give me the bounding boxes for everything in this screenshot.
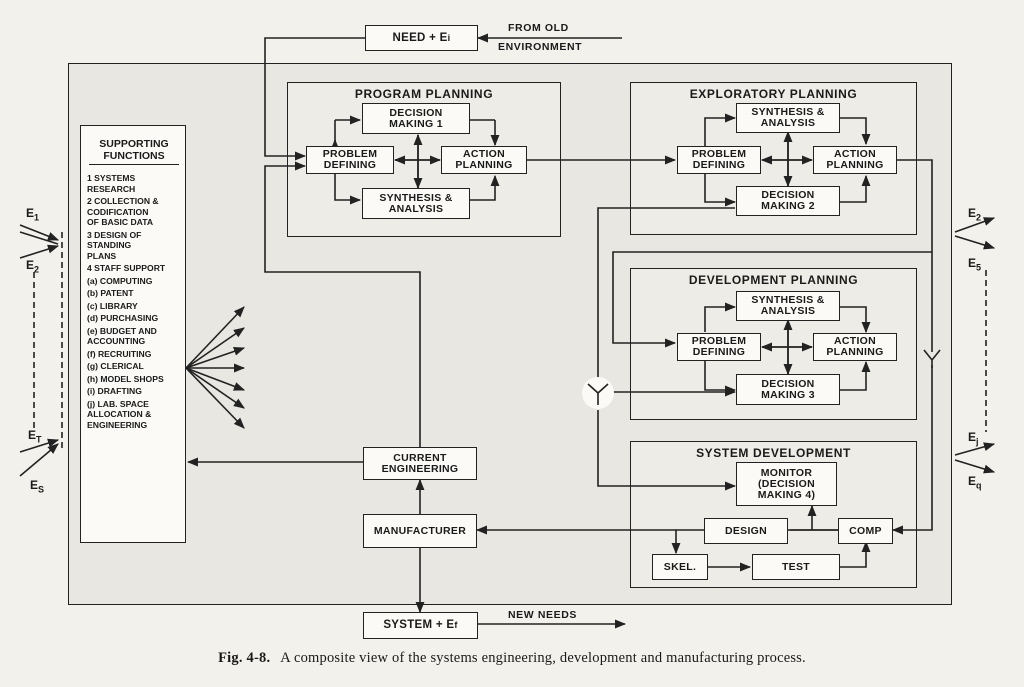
ep-synthesis-analysis-box: SYNTHESIS & ANALYSIS <box>736 103 840 133</box>
list-item: (i) DRAFTING <box>87 386 142 396</box>
list-item: (e) BUDGET AND ACCOUNTING <box>87 325 157 347</box>
list-item: 2 COLLECTION & CODIFICATION OF BASIC DAT… <box>87 196 159 227</box>
env-term-right-3: Ej <box>968 430 979 447</box>
dp-action-planning-box: ACTION PLANNING <box>813 333 897 361</box>
list-item: 1 SYSTEMS RESEARCH <box>87 173 136 194</box>
exploratory-planning-title: EXPLORATORY PLANNING <box>689 87 858 101</box>
list-item: (f) RECRUITING <box>87 348 152 359</box>
system-development-title: SYSTEM DEVELOPMENT <box>696 446 851 460</box>
pp-problem-defining-box: PROBLEM DEFINING <box>306 146 394 174</box>
ep-decision-making-box: DECISION MAKING 2 <box>736 186 840 216</box>
list-item: (j) LAB. SPACE ALLOCATION & ENGINEERING <box>87 398 152 430</box>
development-planning-title: DEVELOPMENT PLANNING <box>688 273 859 287</box>
supporting-functions-box: SUPPORTING FUNCTIONS 1 SYSTEMS RESEARCH … <box>80 125 186 543</box>
need-subscript: i <box>447 32 451 43</box>
current-engineering-box: CURRENT ENGINEERING <box>363 447 477 480</box>
env-term-left-2: E2 <box>26 258 40 275</box>
env-term-left-1: E1 <box>26 206 40 223</box>
dp-decision-making-box: DECISION MAKING 3 <box>736 374 840 405</box>
system-label: SYSTEM + E <box>383 619 455 631</box>
sd-test-box: TEST <box>752 554 840 580</box>
list-item: (g) CLERICAL <box>87 361 144 371</box>
sd-skel-box: SKEL. <box>652 554 708 580</box>
env-term-right-1: E2 <box>968 206 982 223</box>
sd-design-box: DESIGN <box>704 518 788 544</box>
env-term-left-4: ES <box>30 478 45 495</box>
from-old-line1: FROM OLD <box>508 22 569 34</box>
list-item: 4 STAFF SUPPORT <box>87 263 166 273</box>
system-subscript: f <box>454 620 458 630</box>
manufacturer-box: MANUFACTURER <box>363 514 477 548</box>
list-item: 3 DESIGN OF STANDING PLANS <box>87 229 142 261</box>
list-item: (a) COMPUTING <box>87 275 153 286</box>
figure-caption: Fig. 4-8. A composite view of the systems… <box>0 650 1024 667</box>
pp-synthesis-analysis-box: SYNTHESIS & ANALYSIS <box>362 188 470 219</box>
figure-number: Fig. 4-8. <box>218 650 271 666</box>
ep-action-planning-box: ACTION PLANNING <box>813 146 897 174</box>
sd-comp-box: COMP <box>838 518 893 544</box>
env-term-right-2: E5 <box>968 256 982 273</box>
list-item: (c) LIBRARY <box>87 300 138 311</box>
supporting-functions-list: 1 SYSTEMS RESEARCH 2 COLLECTION & CODIFI… <box>87 173 181 430</box>
list-item: (b) PATENT <box>87 288 134 298</box>
pp-action-planning-box: ACTION PLANNING <box>441 146 527 174</box>
ep-problem-defining-box: PROBLEM DEFINING <box>677 146 761 174</box>
program-planning-title: PROGRAM PLANNING <box>354 87 494 101</box>
need-label: NEED + E <box>392 31 448 44</box>
supporting-functions-title: SUPPORTING FUNCTIONS <box>89 138 179 165</box>
dp-problem-defining-box: PROBLEM DEFINING <box>677 333 761 361</box>
env-term-left-3: ET <box>28 428 42 445</box>
pp-decision-making-box: DECISION MAKING 1 <box>362 103 470 134</box>
figure-caption-text: A composite view of the systems engineer… <box>280 650 806 666</box>
dp-synthesis-analysis-box: SYNTHESIS & ANALYSIS <box>736 291 840 321</box>
env-term-right-4: Eq <box>968 474 982 491</box>
new-needs-label: NEW NEEDS <box>508 609 577 621</box>
list-item: (h) MODEL SHOPS <box>87 373 164 384</box>
sd-monitor-box: MONITOR (DECISION MAKING 4) <box>736 462 837 506</box>
from-old-line2: ENVIRONMENT <box>498 41 583 53</box>
list-item: (d) PURCHASING <box>87 313 159 323</box>
